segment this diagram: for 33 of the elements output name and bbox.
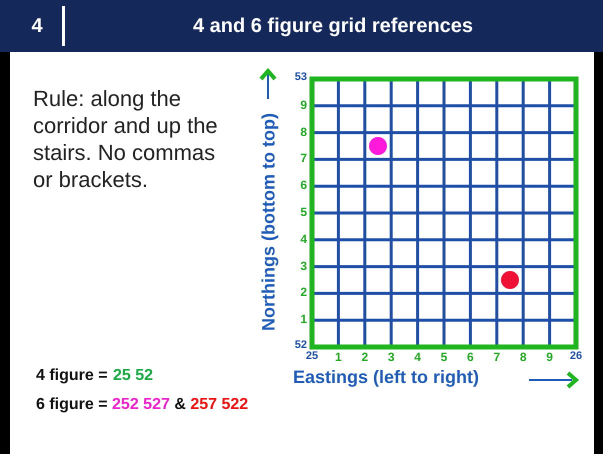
example-label: 6 figure = — [36, 396, 108, 413]
axis-tick-label: 4 — [299, 232, 307, 246]
axis-tick-label: 52 — [294, 339, 307, 351]
section-number: 4 — [12, 6, 65, 46]
axis-tick-label: 2 — [360, 350, 370, 364]
axis-title: Eastings (left to right) — [293, 367, 480, 388]
axis-tick-label: 9 — [299, 98, 307, 112]
axis-tick-label: 25 — [304, 350, 320, 362]
axis-tick-label: 7 — [492, 350, 502, 364]
title: 4 and 6 figure grid references — [192, 14, 474, 39]
axis-tick-label: 5 — [440, 350, 448, 364]
example-value: 25 52 — [113, 367, 154, 385]
axis-tick-label: 8 — [518, 350, 528, 364]
axis-tick-label: 4 — [413, 350, 422, 364]
axis-tick-label: 53 — [294, 71, 307, 83]
axis-tick-label: 6 — [466, 350, 475, 364]
axis-tick-label: 6 — [299, 178, 307, 192]
example-label: 4 figure = — [36, 367, 108, 385]
axis-tick-label: 26 — [568, 350, 584, 362]
axis-tick-label: 3 — [299, 258, 307, 273]
ampersand: & — [174, 396, 186, 413]
axis-tick-label: 3 — [386, 350, 396, 364]
axis-tick-label: 2 — [299, 285, 307, 300]
example-value: 252 527 — [112, 396, 170, 413]
axis-tick-label: 8 — [299, 124, 307, 139]
axis-title: Northings (bottom to top) — [258, 112, 280, 333]
axis-tick-label: 7 — [299, 151, 307, 166]
axis-tick-label: 1 — [334, 350, 343, 364]
example-value: 257 522 — [190, 396, 248, 413]
axis-tick-label: 5 — [299, 205, 307, 219]
rule-text: Rule: along the corridor and up the stairs. No commas or brackets. — [33, 85, 219, 193]
axis-tick-label: 1 — [299, 312, 307, 326]
axis-tick-label: 9 — [545, 350, 554, 364]
